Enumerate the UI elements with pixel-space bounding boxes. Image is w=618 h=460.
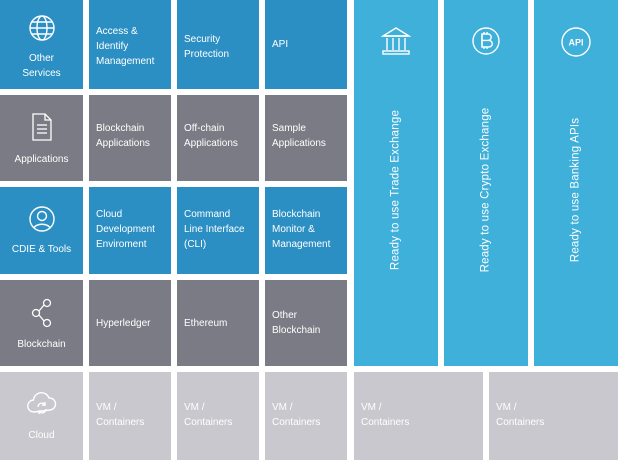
share-icon: [0, 298, 83, 328]
row-header-other-services: Other Services: [0, 0, 83, 89]
column-crypto-exchange: Ready to use Crypto Exchange: [444, 0, 528, 366]
cell-text: Command Line Interface (CLI): [184, 209, 245, 250]
row-header-blockchain: Blockchain: [0, 280, 83, 366]
cell-ethereum: Ethereum: [177, 280, 259, 366]
cell-vm-containers: VM / Containers: [354, 372, 483, 460]
cell-api: API: [265, 0, 347, 89]
column-label: Ready to use Banking APIs: [569, 117, 582, 263]
user-icon: [0, 205, 83, 235]
row-header-cloud: Cloud: [0, 372, 83, 460]
column-trade-exchange: Ready to use Trade Exchange: [354, 0, 438, 366]
bank-icon: [354, 26, 438, 62]
cell-hyperledger: Hyperledger: [89, 280, 171, 366]
cell-text: VM / Containers: [184, 402, 233, 428]
row-label: CDIE & Tools: [11, 244, 72, 255]
row-header-cdie-tools: CDIE & Tools: [0, 187, 83, 274]
cell-cli: Command Line Interface (CLI): [177, 187, 259, 274]
cell-text: Blockchain Applications: [96, 123, 150, 149]
cell-vm-containers: VM / Containers: [265, 372, 347, 460]
column-label: Ready to use Crypto Exchange: [479, 107, 492, 273]
cell-text: Other Blockchain: [272, 310, 321, 336]
cell-text: VM / Containers: [96, 402, 145, 428]
globe-icon: [0, 14, 83, 44]
column-banking-apis: API Ready to use Banking APIs: [534, 0, 618, 366]
cell-off-chain-applications: Off-chain Applications: [177, 95, 259, 181]
cell-text: Off-chain Applications: [184, 123, 238, 149]
cell-text: VM / Containers: [361, 402, 410, 428]
row-label: Cloud: [28, 430, 55, 441]
bitcoin-icon: [444, 26, 528, 62]
cell-text: Access & Identify Management: [96, 26, 155, 67]
cell-other-blockchain: Other Blockchain: [265, 280, 347, 366]
row-header-applications: Applications: [0, 95, 83, 181]
cell-text: VM / Containers: [496, 402, 545, 428]
row-label: Other Services: [22, 53, 61, 79]
column-label: Ready to use Trade Exchange: [389, 109, 402, 271]
cell-vm-containers: VM / Containers: [489, 372, 618, 460]
cell-sample-applications: Sample Applications: [265, 95, 347, 181]
cell-text: Blockchain Monitor & Management: [272, 209, 331, 250]
cell-text: Security Protection: [184, 34, 230, 60]
cell-text: VM / Containers: [272, 402, 321, 428]
cell-vm-containers: VM / Containers: [177, 372, 259, 460]
cell-cloud-development: Cloud Development Enviroment: [89, 187, 171, 274]
document-icon: [0, 113, 83, 143]
cell-text: Sample Applications: [272, 123, 326, 149]
cell-security-protection: Security Protection: [177, 0, 259, 89]
cell-blockchain-monitor: Blockchain Monitor & Management: [265, 187, 347, 274]
cloud-icon: [0, 390, 83, 420]
cell-text: Cloud Development Enviroment: [96, 209, 155, 250]
cell-text: Ethereum: [184, 317, 228, 329]
row-label: Applications: [14, 154, 69, 165]
api-icon-text: API: [568, 38, 583, 48]
row-label: Blockchain: [17, 339, 66, 350]
api-icon: API: [534, 26, 618, 62]
cell-text: Hyperledger: [96, 317, 151, 329]
cell-blockchain-applications: Blockchain Applications: [89, 95, 171, 181]
cell-text: API: [272, 39, 289, 50]
cell-access-identity: Access & Identify Management: [89, 0, 171, 89]
cell-vm-containers: VM / Containers: [89, 372, 171, 460]
